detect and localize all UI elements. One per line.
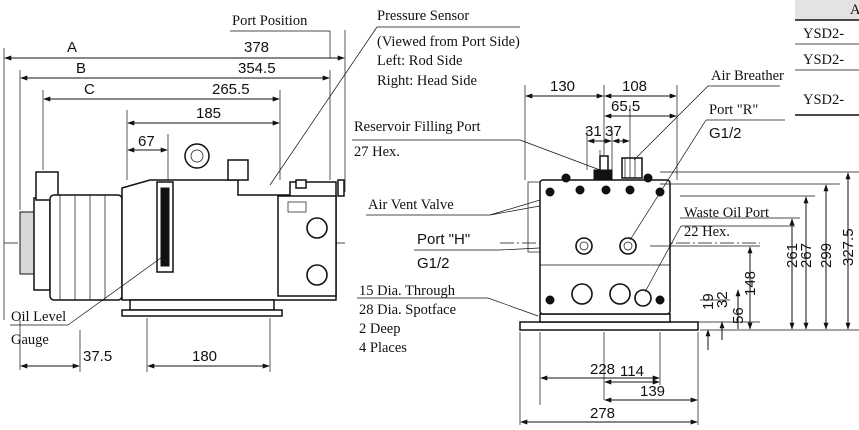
waste-oil-port-hex: 22 Hex. — [684, 224, 730, 240]
port-h-thread: G1/2 — [417, 255, 450, 272]
dim-label-B: B — [76, 60, 86, 77]
dim-label-C: C — [84, 81, 95, 98]
port-h-label: Port "H" — [417, 231, 470, 248]
left-view-dimensions: A 378 B 354.5 C 265.5 185 67 37.5 180 — [3, 30, 346, 372]
table-row-2: YSD2- — [803, 52, 844, 68]
left-view-annotations: Port Position Pressure Sensor (Viewed fr… — [10, 8, 520, 348]
port-r-label: Port "R" — [709, 102, 758, 118]
dim-31: 31 — [585, 123, 602, 140]
port-r-thread: G1/2 — [709, 125, 742, 142]
dim-37-5: 37.5 — [83, 348, 112, 365]
dim-354-5: 354.5 — [238, 60, 276, 77]
reservoir-filling-port-label: Reservoir Filling Port — [354, 119, 480, 135]
right-view-annotations: Air Breather Port "R" G1/2 Waste Oil Por… — [629, 68, 795, 293]
right-view-dimensions: 130 108 65.5 31 37 327.5 299 267 261 148… — [519, 78, 859, 425]
dim-130: 130 — [550, 78, 575, 95]
middle-annotations: Reservoir Filling Port 27 Hex. Air Vent … — [352, 119, 629, 356]
dim-56: 56 — [730, 307, 747, 324]
dim-108: 108 — [622, 78, 647, 95]
spotface-note-3: 2 Deep — [359, 321, 400, 337]
table-header-fragment: A — [850, 2, 859, 18]
dim-label-A: A — [67, 39, 77, 56]
dim-267: 267 — [798, 243, 815, 268]
spotface-note-1: 15 Dia. Through — [359, 283, 456, 299]
dim-261: 261 — [784, 243, 801, 268]
dim-114: 114 — [620, 363, 644, 380]
table-row-3: YSD2- — [803, 92, 844, 108]
dim-228: 228 — [590, 361, 615, 378]
dim-185: 185 — [196, 105, 221, 122]
waste-oil-port-label: Waste Oil Port — [684, 205, 769, 221]
pressure-sensor-note-2: Left: Rod Side — [377, 53, 462, 69]
oil-level-gauge-label-2: Gauge — [11, 332, 49, 348]
spotface-note-2: 28 Dia. Spotface — [359, 302, 456, 318]
dim-65-5: 65.5 — [611, 98, 640, 115]
pressure-sensor-title: Pressure Sensor — [377, 8, 469, 24]
dim-278: 278 — [590, 405, 615, 422]
dim-148: 148 — [742, 271, 759, 296]
air-breather-label: Air Breather — [711, 68, 784, 84]
dim-265-5: 265.5 — [212, 81, 250, 98]
dim-139: 139 — [640, 383, 665, 400]
dim-299: 299 — [818, 243, 835, 268]
dim-32: 32 — [714, 291, 731, 308]
right-view-pump — [500, 150, 760, 331]
left-view-pump — [4, 143, 345, 317]
port-position-label: Port Position — [232, 13, 308, 29]
reservoir-hex-label: 27 Hex. — [354, 144, 400, 160]
pressure-sensor-note-1: (Viewed from Port Side) — [377, 34, 520, 50]
spotface-note-4: 4 Places — [359, 340, 407, 356]
table-row-1: YSD2- — [803, 26, 844, 42]
dim-37: 37 — [605, 123, 622, 140]
dim-67: 67 — [138, 133, 155, 150]
dim-180: 180 — [192, 348, 217, 365]
pressure-sensor-note-3: Right: Head Side — [377, 73, 477, 89]
oil-level-gauge-label-1: Oil Level — [11, 309, 66, 325]
air-vent-valve-label: Air Vent Valve — [368, 197, 454, 213]
model-table: A YSD2- YSD2- YSD2- — [795, 0, 859, 116]
dim-19: 19 — [700, 293, 717, 310]
dim-327-5: 327.5 — [840, 228, 857, 266]
dim-378: 378 — [244, 39, 269, 56]
